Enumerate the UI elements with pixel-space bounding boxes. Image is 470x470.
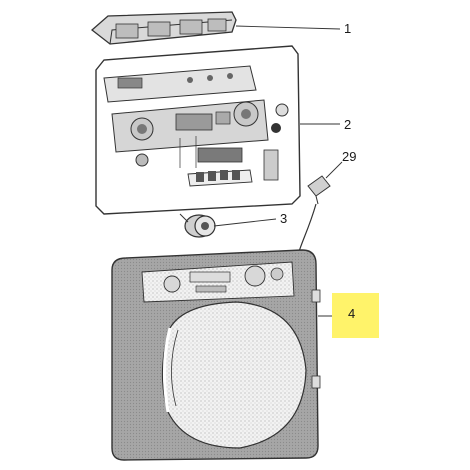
- part-2-control-board-assembly: [95, 45, 301, 215]
- callout-part-4: 4: [348, 306, 356, 321]
- part-1-control-strip: [90, 11, 237, 45]
- part-3-selector-knob: [179, 213, 216, 238]
- leader-line-3: [213, 218, 277, 227]
- highlight-part-4: 4: [332, 293, 379, 338]
- callout-part-3: 3: [280, 211, 288, 226]
- callout-part-2: 2: [344, 117, 352, 132]
- part-29-connector: [307, 175, 331, 205]
- callout-part-1: 1: [344, 21, 352, 36]
- callout-part-29: 29: [342, 149, 357, 164]
- part-4-front-panel: [111, 249, 321, 461]
- leader-line-1: [235, 25, 341, 30]
- leader-line-29: [325, 161, 343, 179]
